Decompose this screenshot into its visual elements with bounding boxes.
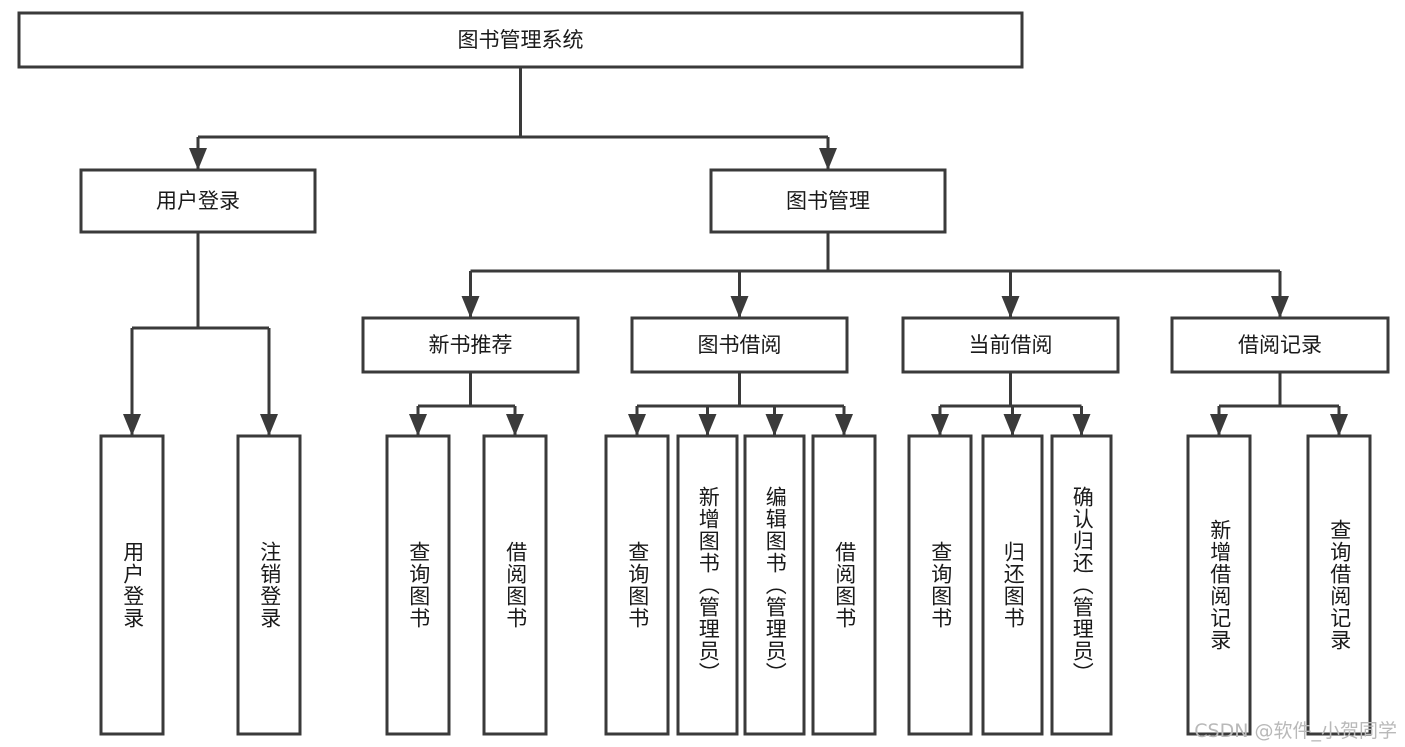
arrow-head-icon-level3-3 <box>1271 296 1289 318</box>
node-leaf-0[interactable] <box>99 434 165 736</box>
arrow-head-icon-leaf-7 <box>835 414 853 436</box>
arrow-head-icon-leaf-3 <box>506 414 524 436</box>
node-leaf-4[interactable] <box>604 434 670 736</box>
node-leaf-10[interactable] <box>1050 434 1113 736</box>
arrow-head-icon-leaf-6 <box>765 414 784 436</box>
node-level2-0-label: 用户登录 <box>156 189 240 213</box>
connectors-layer <box>123 67 1348 436</box>
node-root[interactable] <box>17 11 1024 69</box>
arrow-head-icon-leaf-12 <box>1330 414 1348 436</box>
node-level3-1-label: 图书借阅 <box>698 333 782 357</box>
arrow-head-icon-level2-0 <box>189 148 207 170</box>
node-leaf-8[interactable] <box>907 434 973 736</box>
node-level2-0[interactable] <box>79 168 317 234</box>
arrow-head-icon-leaf-0 <box>123 414 141 436</box>
arrow-head-icon-level3-1 <box>730 296 749 318</box>
node-level3-2[interactable] <box>901 316 1120 374</box>
node-leaf-6[interactable] <box>743 434 806 736</box>
node-level2-1-label: 图书管理 <box>786 189 870 213</box>
node-leaf-9[interactable] <box>981 434 1044 736</box>
node-level3-0[interactable] <box>361 316 580 374</box>
node-leaf-5[interactable] <box>676 434 739 736</box>
node-level2-1[interactable] <box>709 168 947 234</box>
arrow-head-icon-level3-0 <box>461 296 480 318</box>
node-level3-2-label: 当前借阅 <box>969 333 1053 357</box>
node-leaf-2[interactable] <box>385 434 451 736</box>
arrow-head-icon-leaf-4 <box>628 414 646 436</box>
node-level3-3[interactable] <box>1170 316 1390 374</box>
arrow-head-icon-level3-2 <box>1001 296 1020 318</box>
arrow-head-icon-leaf-10 <box>1072 414 1091 436</box>
arrow-head-icon-leaf-9 <box>1003 414 1022 436</box>
node-leaf-7[interactable] <box>811 434 877 736</box>
node-leaf-11[interactable] <box>1186 434 1252 736</box>
node-level3-1[interactable] <box>630 316 849 374</box>
arrow-head-icon-leaf-11 <box>1210 414 1228 436</box>
node-root-label: 图书管理系统 <box>458 28 584 52</box>
arrow-head-icon-leaf-1 <box>260 414 278 436</box>
arrow-head-icon-level2-1 <box>819 148 837 170</box>
node-level3-3-label: 借阅记录 <box>1238 333 1322 357</box>
node-leaf-3[interactable] <box>482 434 548 736</box>
arrow-head-icon-leaf-5 <box>698 414 717 436</box>
node-level3-0-label: 新书推荐 <box>429 333 513 357</box>
node-leaf-12[interactable] <box>1306 434 1372 736</box>
arrow-head-icon-leaf-8 <box>931 414 949 436</box>
node-leaf-1[interactable] <box>236 434 302 736</box>
arrow-head-icon-leaf-2 <box>409 414 427 436</box>
